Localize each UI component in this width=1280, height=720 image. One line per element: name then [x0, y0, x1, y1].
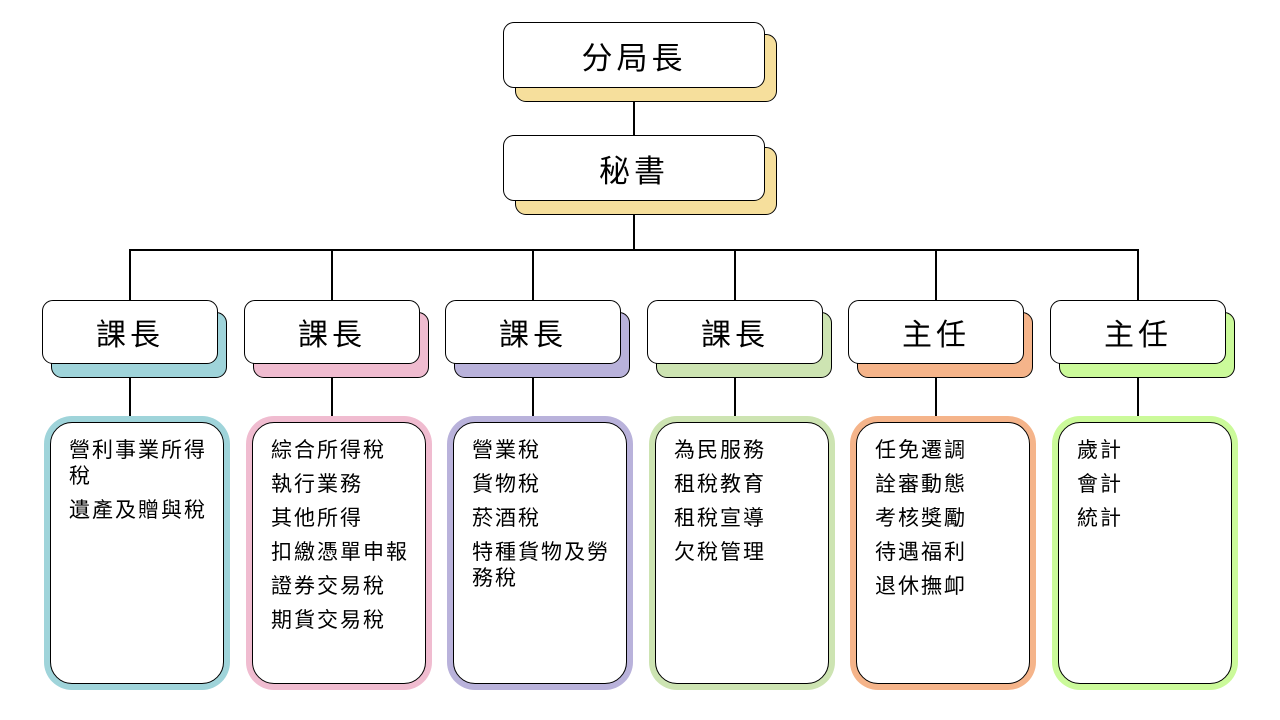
duty-item: 退休撫卹 — [875, 574, 967, 598]
duty-panel: 為民服務 租稅教育 租稅宣導 欠稅管理 — [649, 416, 835, 690]
connector-chief-secretary — [633, 100, 635, 138]
duty-list: 營業稅 貨物稅 菸酒稅 特種貨物及勞務稅 — [453, 422, 627, 684]
connector-drop — [1137, 378, 1139, 418]
section-title: 課長 — [244, 300, 420, 364]
section-header: 主任 — [1050, 300, 1236, 380]
duty-item: 遺產及贈與稅 — [69, 498, 207, 522]
duty-item: 會計 — [1077, 472, 1123, 496]
duty-panel: 任免遷調 詮審動態 考核獎勵 待遇福利 退休撫卹 — [850, 416, 1036, 690]
duty-item: 詮審動態 — [875, 472, 967, 496]
duty-item: 租稅宣導 — [674, 506, 766, 530]
duty-list: 綜合所得稅 執行業務 其他所得 扣繳憑單申報 證券交易稅 期貨交易稅 — [252, 422, 426, 684]
duty-item: 貨物稅 — [472, 472, 541, 496]
connector-drop — [1137, 250, 1139, 302]
section-title: 主任 — [1050, 300, 1226, 364]
connector-drop — [532, 250, 534, 302]
duty-panel: 歲計 會計 統計 — [1052, 416, 1238, 690]
section-header: 主任 — [848, 300, 1034, 380]
section-header: 課長 — [647, 300, 833, 380]
duty-panel: 營利事業所得稅 遺產及贈與稅 — [44, 416, 230, 690]
duty-item: 待遇福利 — [875, 540, 967, 564]
duty-list: 為民服務 租稅教育 租稅宣導 欠稅管理 — [655, 422, 829, 684]
connector-drop — [734, 378, 736, 418]
section-title: 課長 — [42, 300, 218, 364]
duty-item: 扣繳憑單申報 — [271, 540, 409, 564]
secretary-title: 秘書 — [503, 135, 765, 201]
duty-list: 任免遷調 詮審動態 考核獎勵 待遇福利 退休撫卹 — [856, 422, 1030, 684]
chief-title: 分局長 — [503, 22, 765, 88]
duty-item: 綜合所得稅 — [271, 438, 386, 462]
secretary-node: 秘書 — [503, 135, 779, 217]
duty-panel: 綜合所得稅 執行業務 其他所得 扣繳憑單申報 證券交易稅 期貨交易稅 — [246, 416, 432, 690]
section-header: 課長 — [244, 300, 430, 380]
duty-item: 執行業務 — [271, 472, 363, 496]
duty-item: 其他所得 — [271, 506, 363, 530]
section-header: 課長 — [445, 300, 631, 380]
duty-item: 欠稅管理 — [674, 540, 766, 564]
duty-item: 考核獎勵 — [875, 506, 967, 530]
connector-drop — [935, 378, 937, 418]
duty-list: 營利事業所得稅 遺產及贈與稅 — [50, 422, 224, 684]
duty-item: 租稅教育 — [674, 472, 766, 496]
section-title: 課長 — [647, 300, 823, 364]
duty-panel: 營業稅 貨物稅 菸酒稅 特種貨物及勞務稅 — [447, 416, 633, 690]
connector-secretary-bus — [633, 214, 635, 250]
duty-item: 期貨交易稅 — [271, 608, 386, 632]
duty-item: 特種貨物及勞務稅 — [472, 540, 610, 590]
connector-drop — [331, 378, 333, 418]
connector-drop — [331, 250, 333, 302]
duty-item: 為民服務 — [674, 438, 766, 462]
connector-drop — [129, 250, 131, 302]
duty-item: 證券交易稅 — [271, 574, 386, 598]
duty-item: 任免遷調 — [875, 438, 967, 462]
connector-drop — [129, 378, 131, 418]
duty-item: 營業稅 — [472, 438, 541, 462]
duty-item: 統計 — [1077, 506, 1123, 530]
duty-item: 菸酒稅 — [472, 506, 541, 530]
duty-list: 歲計 會計 統計 — [1058, 422, 1232, 684]
connector-drop — [935, 250, 937, 302]
section-header: 課長 — [42, 300, 228, 380]
connector-horizontal-bus — [129, 249, 1139, 251]
connector-drop — [532, 378, 534, 418]
chief-node: 分局長 — [503, 22, 779, 104]
connector-drop — [734, 250, 736, 302]
duty-item: 歲計 — [1077, 438, 1123, 462]
duty-item: 營利事業所得稅 — [69, 438, 207, 488]
section-title: 主任 — [848, 300, 1024, 364]
section-title: 課長 — [445, 300, 621, 364]
